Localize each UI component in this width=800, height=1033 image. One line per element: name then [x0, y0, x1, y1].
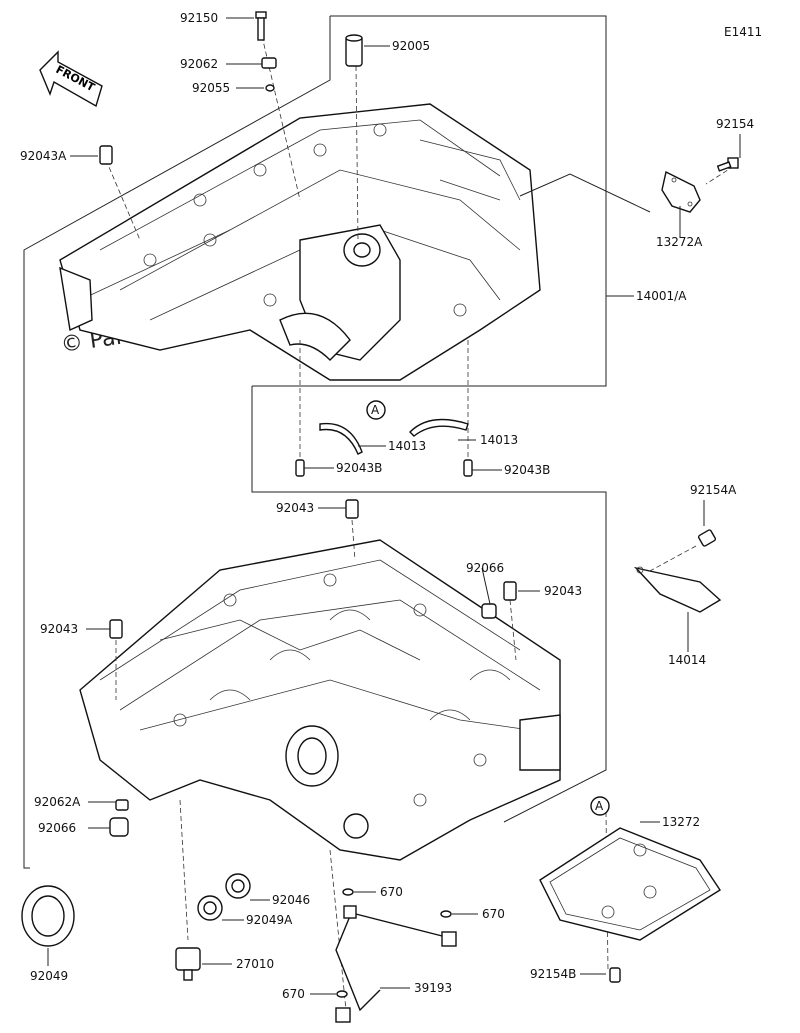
- plug-92066-bottom-icon: [109, 817, 129, 837]
- o-ring-670-b-icon: [440, 910, 452, 918]
- guide-92005: [355, 65, 359, 241]
- label-92154: 92154: [716, 117, 754, 131]
- seal-92046-icon: [225, 873, 251, 899]
- guide-92043-right: [509, 599, 517, 661]
- breather-plate-14014-icon: [633, 566, 722, 613]
- label-92049a: 92049A: [246, 913, 293, 927]
- leader-13272a-case: [519, 173, 651, 213]
- guide-92043-top: [351, 519, 356, 561]
- bolt-92150-icon: [255, 11, 267, 41]
- label-14013-left: 14013: [388, 439, 426, 453]
- label-92154a: 92154A: [690, 483, 737, 497]
- label-14014: 14014: [668, 653, 706, 667]
- lower-crankcase: [79, 539, 561, 861]
- label-13272: 13272: [662, 815, 700, 829]
- fitting-92062-icon: [261, 57, 277, 69]
- washer-92055-icon: [265, 84, 275, 92]
- label-92043-top: 92043: [276, 501, 314, 515]
- label-92005: 92005: [392, 39, 430, 53]
- switch-27010-icon: [175, 947, 201, 981]
- label-14001a: 14001/A: [636, 289, 687, 303]
- label-13272a: 13272A: [656, 235, 703, 249]
- label-92062a: 92062A: [34, 795, 81, 809]
- guide-92154a: [647, 545, 697, 573]
- part-labels: 92150 92062 92055 92005 92043A 92154 132…: [20, 11, 754, 1001]
- cover-13272a-icon: [661, 170, 701, 213]
- label-670-c: 670: [282, 987, 305, 1001]
- leader-lines: [47, 17, 741, 995]
- guide-92043a: [105, 159, 141, 241]
- label-92049: 92049: [30, 969, 68, 983]
- guide-39193: [329, 849, 347, 1011]
- label-92066-bottom: 92066: [38, 821, 76, 835]
- pipe-39193-icon: [335, 905, 457, 1023]
- upper-case-frame: [252, 15, 607, 387]
- label-92154b: 92154B: [530, 967, 576, 981]
- dowel-92043-right-icon: [503, 581, 517, 601]
- front-arrow-icon: FRONT: [39, 50, 103, 108]
- label-92046: 92046: [272, 893, 310, 907]
- bearing-14013-left-icon: [319, 422, 363, 455]
- svg-text:A: A: [371, 403, 380, 417]
- label-92055: 92055: [192, 81, 230, 95]
- ref-marker-a-lower: A: [590, 796, 610, 816]
- bolt-92154-icon: [716, 157, 739, 172]
- diagram-code: E1411: [724, 25, 762, 39]
- fitting-92062a-icon: [115, 799, 129, 811]
- bearing-14013-right-icon: [409, 418, 469, 437]
- bolt-92154b-icon: [609, 967, 621, 983]
- guide-92154: [705, 165, 735, 185]
- label-39193: 39193: [414, 981, 452, 995]
- upper-crankcase: [59, 103, 541, 381]
- label-92043a: 92043A: [20, 149, 67, 163]
- label-92062: 92062: [180, 57, 218, 71]
- dowel-92043b-right-icon: [463, 459, 473, 477]
- label-27010: 27010: [236, 957, 274, 971]
- label-92043-right: 92043: [544, 584, 582, 598]
- dowel-92043a-icon: [99, 145, 113, 165]
- oil-pan-13272-icon: [539, 827, 721, 941]
- label-14013-right: 14013: [480, 433, 518, 447]
- dowel-92043b-left-icon: [295, 459, 305, 477]
- seal-92049a-icon: [197, 895, 223, 921]
- dowel-92043-left-icon: [109, 619, 123, 639]
- lower-case-frame: [251, 386, 607, 823]
- label-92043b-left: 92043B: [336, 461, 382, 475]
- seal-92049-icon: [21, 885, 75, 947]
- upper-case-frame-left: [23, 16, 331, 869]
- svg-text:A: A: [595, 799, 604, 813]
- label-92150: 92150: [180, 11, 218, 25]
- guide-27010: [179, 799, 189, 941]
- bolt-92154a-icon: [697, 529, 717, 547]
- label-670-b: 670: [482, 907, 505, 921]
- nozzle-92005-icon: [345, 34, 363, 67]
- label-92043b-right: 92043B: [504, 463, 550, 477]
- plug-92066-top-icon: [481, 603, 497, 619]
- o-ring-670-a-icon: [342, 888, 354, 896]
- label-92043-left: 92043: [40, 622, 78, 636]
- label-92066-top: 92066: [466, 561, 504, 575]
- dowel-92043-top-icon: [345, 499, 359, 519]
- label-670-a: 670: [380, 885, 403, 899]
- ref-marker-a-upper: A: [366, 400, 386, 420]
- o-ring-670-c-icon: [336, 990, 348, 998]
